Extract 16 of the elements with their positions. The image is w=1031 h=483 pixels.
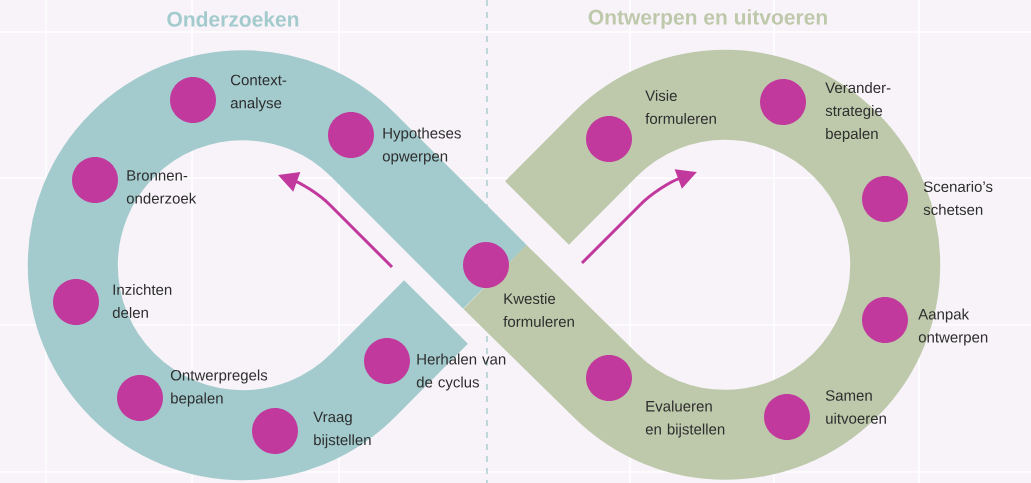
section-heading: Onderzoeken [167, 11, 299, 27]
step-label: Herhalen van de cyclus [416, 353, 506, 391]
step-label: Verander- strategie bepalen [825, 82, 891, 142]
step-label: Scenario’s schetsen [923, 181, 993, 215]
step-label: Hypotheses opwerpen [382, 127, 461, 165]
step-label: Aanpak ontwerpen [918, 308, 988, 346]
step-label: Bronnen- onderzoek [126, 170, 197, 204]
step-label: Samen uitvoeren [825, 390, 886, 424]
step-label: Vraag bijstellen [313, 411, 371, 449]
step-label: Kwestie formuleren [503, 293, 574, 327]
step-label: Evalueren en bijstellen [645, 400, 725, 438]
section-heading: Ontwerpen en uitvoeren [588, 9, 827, 29]
step-label: Visie formuleren [645, 90, 716, 124]
step-label: Ontwerpregels bepalen [170, 369, 268, 407]
step-label: Context- analyse [230, 74, 287, 112]
step-label: Inzichten delen [112, 284, 172, 318]
